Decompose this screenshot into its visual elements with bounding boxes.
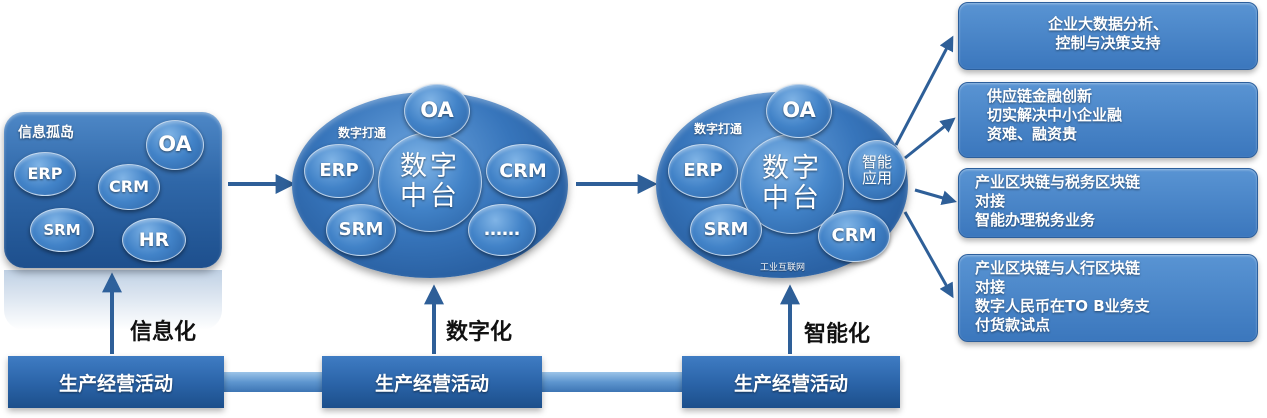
stage2-bubble-srm: SRM (326, 204, 396, 256)
stage3-core-line2: 中台 (762, 183, 822, 214)
outcome-box-tax-blockchain: 产业区块链与税务区块链 对接 智能办理税务业务 (958, 168, 1258, 238)
arrow-to-outcome-1 (894, 35, 954, 146)
arrow-to-outcome-2 (904, 117, 956, 160)
stage1-bubble-hr: HR (122, 218, 186, 262)
process-label-intelligentization: 智能化 (804, 322, 871, 347)
stage1-bubble-srm: SRM (30, 208, 94, 252)
bar-link-2 (540, 372, 686, 392)
outcome-3-line-1: 产业区块链与税务区块链 (975, 173, 1141, 191)
stage2-label: 数字打通 (338, 126, 387, 140)
outcome-2-line-1: 供应链金融创新 (987, 87, 1093, 105)
bar-link-1 (220, 372, 326, 392)
outcome-box-pboc-blockchain: 产业区块链与人行区块链 对接 数字人民币在TO B业务支 付货款试点 (958, 254, 1258, 342)
stage2-bubble-oa: OA (404, 84, 470, 138)
process-label-digitalization: 数字化 (446, 320, 513, 345)
outcome-box-bigdata: 企业大数据分析、 控制与决策支持 (958, 2, 1258, 70)
process-label-informatization: 信息化 (130, 320, 197, 345)
arrow-to-outcome-3 (914, 188, 957, 206)
stage3-bubble-oa: OA (766, 84, 832, 138)
base-activity-bar-3: 生产经营活动 (682, 356, 900, 408)
stage1-title: 信息孤岛 (18, 125, 74, 141)
stage2-bubble-erp: ERP (304, 144, 374, 198)
stage3-label: 数字打通 (694, 122, 743, 136)
stage1-bubble-oa: OA (146, 120, 204, 170)
outcome-2-line-2: 切实解决中小企业融 (987, 106, 1123, 124)
base-activity-bar-2: 生产经营活动 (322, 356, 542, 408)
stage2-bubble-crm: CRM (486, 144, 560, 198)
outcome-4-line-1: 产业区块链与人行区块链 (975, 259, 1141, 277)
stage1-bubble-erp: ERP (14, 152, 76, 196)
stage1-reflection (4, 270, 222, 330)
outcome-4-line-3: 数字人民币在TO B业务支 (975, 297, 1150, 315)
stage1-bubble-crm: CRM (98, 164, 160, 210)
smart-app-line1: 智能 (861, 152, 892, 171)
stage1-info-island: 信息孤岛 OA ERP CRM SRM HR (4, 112, 222, 268)
stage3-bubble-erp: ERP (668, 144, 738, 198)
outcome-3-line-3: 智能办理税务业务 (975, 211, 1096, 229)
smart-app-line2: 应用 (861, 169, 892, 187)
arrow-to-outcome-4 (903, 211, 954, 299)
base-activity-bar-1: 生产经营活动 (8, 356, 224, 408)
stage2-core-line2: 中台 (400, 181, 460, 212)
stage3-core-line1: 数字 (762, 153, 822, 185)
outcome-1-line-2: 控制与决策支持 (1055, 34, 1161, 52)
stage3-bubble-smart-app: 智能 应用 (848, 140, 906, 200)
outcome-2-line-3: 资难、融资贵 (987, 125, 1078, 143)
outcome-4-line-2: 对接 (975, 278, 1006, 296)
stage2-bubble-more: …… (468, 204, 536, 256)
stage2-core-bubble: 数字 中台 (378, 132, 482, 232)
outcome-4-line-4: 付货款试点 (975, 316, 1051, 334)
stage3-footer-label: 工业互联网 (760, 263, 806, 273)
stage3-bubble-crm: CRM (818, 210, 890, 262)
outcome-box-supply-chain-finance: 供应链金融创新 切实解决中小企业融 资难、融资贵 (958, 82, 1258, 158)
outcome-3-line-2: 对接 (975, 192, 1006, 210)
stage2-core-line1: 数字 (400, 151, 460, 183)
outcome-1-line-1: 企业大数据分析、 (1047, 15, 1168, 33)
stage3-bubble-srm: SRM (690, 204, 762, 256)
